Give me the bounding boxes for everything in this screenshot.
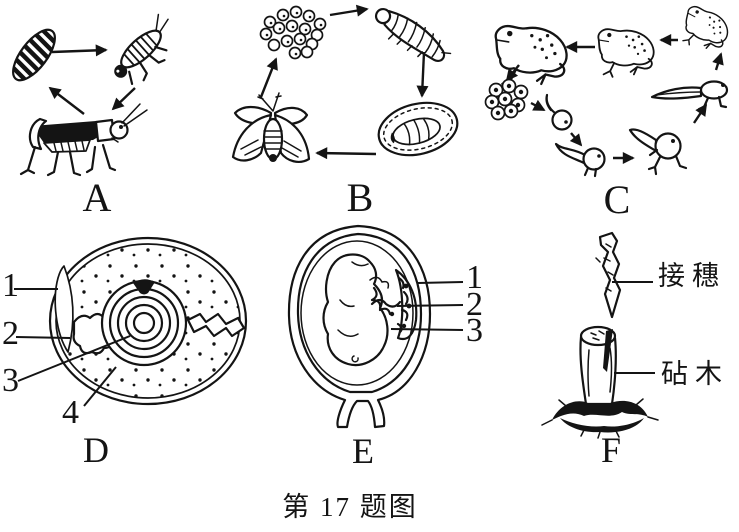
panel-label-b: B [346,175,374,220]
panel-e-embryo-in-uterus [287,224,464,429]
frog-adult [494,24,568,89]
froglet-with-tail [650,80,729,111]
uterus-inner-wall [296,232,423,394]
grasshopper-adult [19,103,148,177]
arrow-pupa-to-moth [315,147,377,160]
panel-label-d: D [83,430,109,470]
egg-label-4: 4 [62,394,79,431]
tadpole-with-legs [628,128,688,176]
panel-label-c: C [603,177,631,222]
scion-twig [595,231,622,319]
placenta [370,268,418,341]
arrow-egg-to-nymph [51,44,108,57]
rootstock-label: 砧木 [661,359,729,389]
arrow-adult-to-eggs [505,64,520,82]
arrow-adult-to-egg [48,86,85,115]
panel-label-a: A [82,175,112,220]
arrow-eggs-to-tadpole [530,99,546,112]
panel-label-e: E [352,431,374,471]
leader-line-e1 [417,281,464,284]
grasshopper-nymph [114,13,169,86]
egg-germinal-disc [133,279,155,295]
arrow-tadpole-growth-1 [569,132,583,147]
rootstock-cleft-cut [603,329,613,372]
rootstock-stump [579,325,617,406]
soil-mound [541,398,659,439]
scion-label: 接穗 [658,261,726,291]
arrow-froglet-to-juvenile [712,52,724,71]
uterus-label-1: 1 [466,259,483,296]
egg-yolk [100,279,188,367]
leader-line-d3 [17,335,131,382]
moth-adult [231,92,311,163]
arrow-eggs-to-larva [329,4,369,17]
frog-juvenile [677,4,734,56]
uterus-label-3: 3 [466,312,483,349]
arrow-larva-to-pupa [416,51,429,98]
egg-chalaza-right [186,312,246,338]
moth-egg-cluster [259,5,327,60]
frog-egg-cluster [484,78,529,121]
figure-caption: 第 17 题图 [282,492,418,522]
panel-label-f: F [600,430,622,470]
leader-line-d2 [15,336,71,339]
moth-pupa-cocoon [377,101,459,157]
uterus-label-2: 2 [466,286,483,323]
arrow-nymph-to-adult [111,87,136,111]
tadpole-small [545,93,573,131]
panel-b-moth-lifecycle [231,4,459,163]
egg-label-2: 2 [2,315,19,352]
grasshopper-egg [7,24,61,86]
arrow-moth-to-eggs [259,57,278,98]
amnion-line [300,240,414,386]
egg-label-1: 1 [2,267,19,304]
panel-f-grafting [541,231,659,439]
frog-young [597,28,655,78]
panel-c-frog-lifecycle [484,4,734,178]
leader-line-d4 [83,366,117,407]
tadpole-legs-budding [554,142,606,178]
egg-label-3: 3 [2,362,19,399]
moth-larva [374,7,452,62]
fetus [322,253,390,367]
leader-line-e2 [396,304,464,307]
panel-d-egg-structure [14,236,248,407]
panel-a-grasshopper-lifecycle [7,13,169,177]
egg-air-cell [54,265,74,353]
leader-line-e3 [390,328,464,331]
